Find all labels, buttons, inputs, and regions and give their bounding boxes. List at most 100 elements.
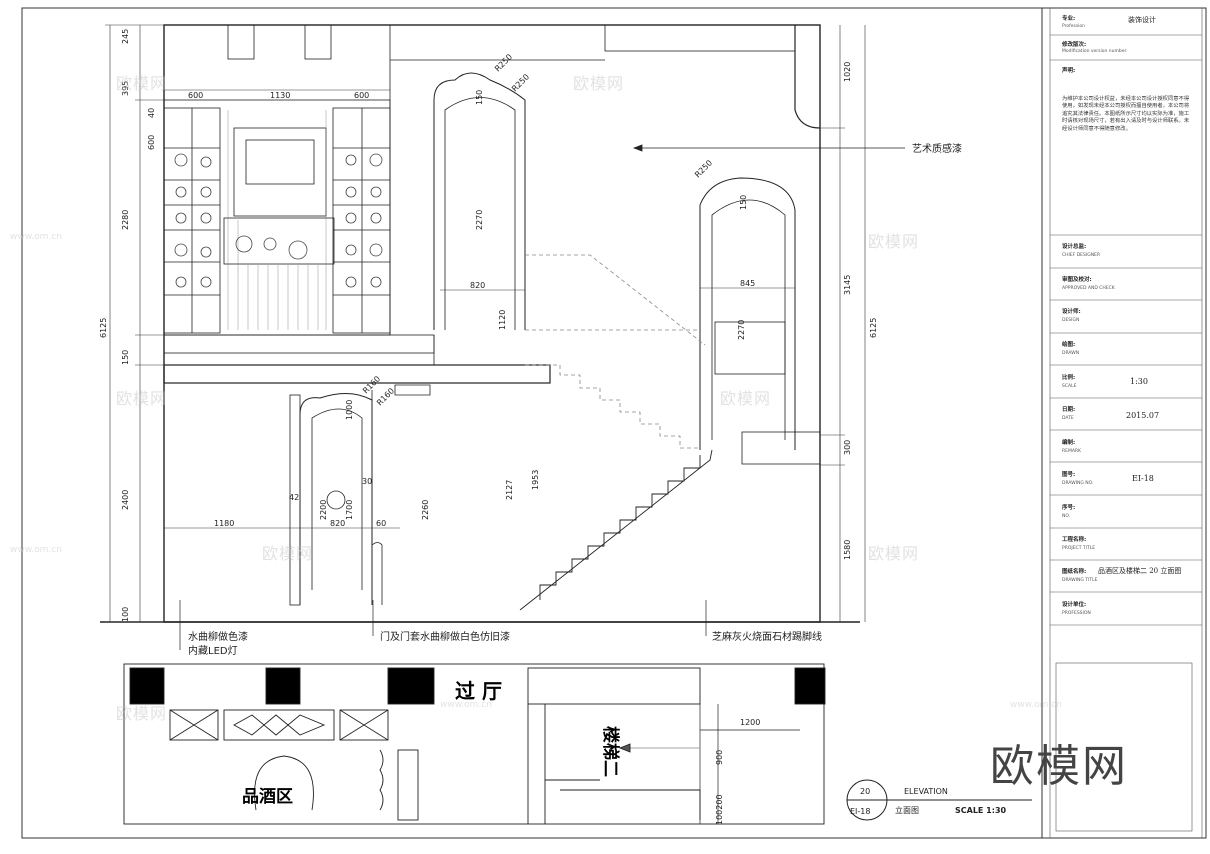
watermark-url-2: www.om.cn <box>10 545 62 555</box>
dim-6125-left: 6125 <box>99 318 108 338</box>
annotation-skirting: 芝麻灰火烧面石材踢脚线 <box>712 630 822 643</box>
dimension-texts: 245 395 40 600 2280 6125 2400 100 600 11… <box>99 29 878 622</box>
dim-r250-b: R250 <box>510 72 531 93</box>
annotation-door: 门及门套水曲柳做白色仿旧漆 <box>380 630 510 643</box>
plan-column-1 <box>129 667 165 705</box>
lower-arch-inner <box>311 408 363 590</box>
tb-scale-sub: SCALE <box>1062 384 1077 389</box>
dim-1180: 1180 <box>214 519 234 528</box>
right-arch-inner <box>711 199 786 440</box>
dim-2270-right: 2270 <box>737 320 746 340</box>
cabinet-right-column <box>332 107 391 334</box>
tb-statement-label: 声明: <box>1062 68 1076 74</box>
tb-remark-sub: REMARK <box>1062 449 1082 454</box>
wine-vessels <box>174 153 383 288</box>
tb-drawing-title-value: 品酒区及楼梯二 20 立面图 <box>1098 567 1182 575</box>
ceiling-beam-left <box>227 24 255 60</box>
tb-auditor-sub: APPROVED AND CHECK <box>1062 286 1115 291</box>
tb-drawn-label: 绘图: <box>1062 342 1076 348</box>
tb-project-sub: PROJECT TITLE <box>1062 546 1096 551</box>
dim-1700: 1700 <box>345 500 354 520</box>
tb-serial-label: 序号: <box>1062 505 1076 511</box>
tb-remark-label: 编制: <box>1062 440 1076 446</box>
ceiling-beam-mid <box>304 24 332 60</box>
plan-column-3 <box>387 667 435 705</box>
plan-label-hall: 过 厅 <box>455 679 502 703</box>
plan-column-2 <box>265 667 301 705</box>
counter-top <box>163 334 435 354</box>
tb-auditor-label: 审图及校对: <box>1062 277 1092 283</box>
dim-2200: 2200 <box>319 500 328 520</box>
watermark-big: 欧模网 <box>990 741 1128 792</box>
dim-2280: 2280 <box>121 210 130 230</box>
tb-drawing-no-value: EI-18 <box>1132 474 1154 483</box>
tb-statement-text: 为维护本公司设计权益，未经本公司设计授权同意不得使用，如发现未经本公司授权而擅自… <box>1062 96 1190 132</box>
watermark-4: 欧模网 <box>116 389 168 408</box>
lower-arch-door <box>299 393 373 605</box>
tb-scale-value: 1:30 <box>1130 377 1148 386</box>
watermark-url-4: www.om.cn <box>1010 700 1062 710</box>
tb-project-label: 工程名称: <box>1062 537 1087 543</box>
plan-round-table <box>254 755 314 811</box>
display-niche <box>223 217 335 265</box>
elevation-cn-title: 立面图 <box>895 805 919 815</box>
elevation-tag: 20 EI-18 ELEVATION 立面图 SCALE 1:30 <box>846 779 1032 821</box>
door-casing <box>371 390 383 605</box>
leaders <box>179 147 905 650</box>
leader-arrow <box>632 144 643 152</box>
tb-major-value: 装饰设计 <box>1128 16 1156 24</box>
art-panel-inner <box>245 139 315 185</box>
dim-395: 395 <box>121 81 130 96</box>
dim-1130: 1130 <box>270 91 290 100</box>
plan-stair-outline <box>527 704 701 824</box>
dim-245: 245 <box>121 29 130 44</box>
tb-designer-sub: CHIEF DESIGNER <box>1062 253 1101 258</box>
tb-drawing-title-sub: DRAWING TITLE <box>1062 578 1098 583</box>
dim-150-a: 150 <box>475 90 484 105</box>
plan-dim-900: 900 <box>715 750 724 765</box>
dim-2127: 2127 <box>505 480 514 500</box>
tb-drawing-no-sub: DRAWING NO. <box>1062 481 1094 486</box>
dim-845: 845 <box>740 279 755 288</box>
wood-grain <box>227 110 327 330</box>
plan-outline <box>123 663 825 825</box>
tb-drawing-title-label: 图纸名称: <box>1062 569 1087 575</box>
sheet-frame <box>21 7 1207 839</box>
plan-drawing <box>123 663 826 825</box>
tb-date-value: 2015.07 <box>1126 411 1160 420</box>
dim-2270: 2270 <box>475 210 484 230</box>
beam-block <box>394 384 431 396</box>
tb-date-label: 日期: <box>1062 407 1076 413</box>
dim-820: 820 <box>470 281 485 290</box>
tb-scale-label: 比例: <box>1062 375 1076 381</box>
dim-2260: 2260 <box>421 500 430 520</box>
plan-column-4 <box>794 667 826 705</box>
tb-major-label: 专业: <box>1062 16 1076 22</box>
dim-2400: 2400 <box>121 490 130 510</box>
plan-dim-10020: 100200 <box>715 794 724 825</box>
watermark-6: 欧模网 <box>262 544 314 563</box>
floor-slab <box>163 364 551 384</box>
tb-design-label: 设计师: <box>1062 309 1081 315</box>
tb-modification-sub: Modification version number <box>1062 49 1127 54</box>
tb-designer-unit-sub: PROFESSION <box>1062 611 1091 616</box>
annotation-wood-stain: 水曲柳做色漆 <box>188 630 248 643</box>
dim-100: 100 <box>121 607 130 622</box>
dim-r160-b: R160 <box>375 386 396 407</box>
stair-upper-dashed <box>525 254 706 449</box>
elevation-outline <box>163 24 821 623</box>
annotation-led: 内藏LED灯 <box>188 644 238 657</box>
plan-dim-1200: 1200 <box>740 718 760 727</box>
watermark-url-3: www.om.cn <box>440 700 492 710</box>
upper-arch-door <box>433 72 526 330</box>
right-ledge <box>741 431 821 465</box>
watermark-2: 欧模网 <box>573 74 625 93</box>
dim-r160-a: R160 <box>361 374 382 395</box>
dim-1020: 1020 <box>843 62 852 82</box>
ceiling-beam-right <box>604 24 796 52</box>
tb-designer-label: 设计总监: <box>1062 244 1087 250</box>
tb-modification-label: 修改版次: <box>1062 42 1087 48</box>
dim-lines-right <box>440 25 866 622</box>
tb-drawn-sub: DRAWN <box>1062 351 1080 356</box>
